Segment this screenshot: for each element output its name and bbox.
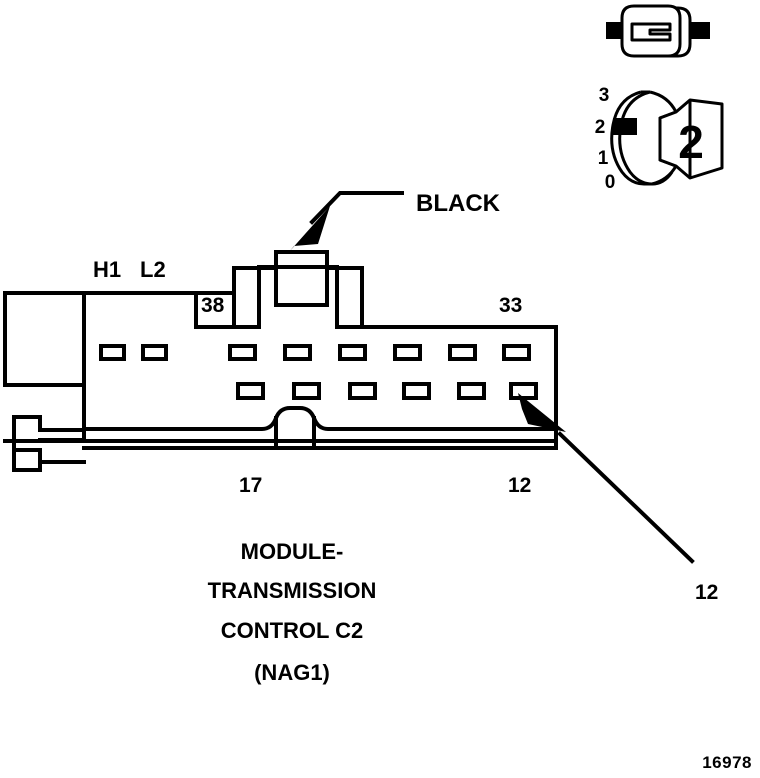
figure-id-label: 16978 [702, 753, 752, 772]
pin-12-arrowhead [518, 393, 566, 432]
key-number-label: 2 [678, 116, 704, 168]
cavity-top-2 [283, 344, 312, 361]
black-wire-callout [289, 191, 404, 252]
key-position-label-3: 3 [599, 85, 610, 106]
caption-line-3: CONTROL C2 [221, 618, 364, 643]
left-upper-flange [3, 291, 86, 387]
cavity-top-1 [228, 344, 257, 361]
key-indicator-position-marker [613, 118, 637, 135]
black-wire-leader-line [309, 191, 404, 225]
key-indicator-icon [610, 90, 724, 186]
bus-label-l2: L2 [140, 257, 166, 282]
connector-view-icon [606, 4, 710, 58]
cavity-top-3 [338, 344, 367, 361]
cavity-bottom-1 [236, 382, 265, 400]
cavity-top-5 [448, 344, 477, 361]
black-wire-label: BLACK [416, 190, 501, 217]
key-position-label-2: 2 [595, 117, 606, 138]
pin-label-38: 38 [201, 294, 225, 317]
cavity-h1 [99, 344, 126, 361]
caption-line-4: (NAG1) [254, 660, 330, 685]
cavity-bottom-5 [457, 382, 486, 400]
cavity-group-top-left [99, 344, 168, 361]
pin-label-33: 33 [499, 294, 522, 317]
key-indicator-ring-back [610, 90, 645, 186]
caption-line-1: MODULE- [241, 539, 344, 564]
bus-label-h1: H1 [93, 257, 121, 282]
pin-label-17: 17 [239, 474, 262, 497]
pin-12-callout [518, 393, 695, 564]
cavity-group-bottom-row [236, 382, 538, 400]
pin-label-12: 12 [508, 474, 531, 497]
cavity-top-6 [502, 344, 531, 361]
caption-line-2: TRANSMISSION [208, 578, 377, 603]
cavity-group-top-row [228, 344, 531, 361]
key-position-label-1: 1 [598, 148, 609, 169]
connector-body [3, 250, 558, 472]
cavity-bottom-6 [509, 382, 538, 400]
cavity-top-4 [393, 344, 422, 361]
connector-view-icon-latch-glyph [630, 22, 672, 42]
bottom-rail-top-profile [82, 406, 558, 431]
cavity-bottom-2 [292, 382, 321, 400]
cavity-bottom-3 [348, 382, 377, 400]
black-wire-arrowhead [289, 206, 330, 252]
pin-12-callout-label: 12 [695, 581, 718, 604]
cavity-l2 [141, 344, 168, 361]
cavity-bottom-4 [402, 382, 431, 400]
pin-12-leader-line [557, 431, 695, 564]
key-position-label-0: 0 [605, 172, 616, 193]
